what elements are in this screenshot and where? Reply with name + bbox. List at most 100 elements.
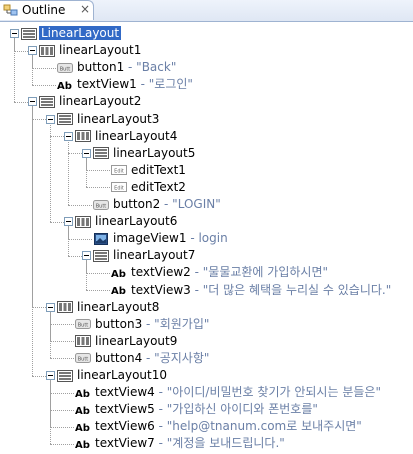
close-icon[interactable]: ×: [80, 2, 91, 16]
node-name: imageView1: [113, 231, 187, 246]
node-name: textView7: [95, 436, 155, 451]
textview-icon: Ab: [111, 267, 127, 282]
tree-node-linearlayout[interactable]: LinearLayout: [0, 25, 413, 42]
node-name: linearLayout8: [77, 299, 160, 314]
collapse-toggle-icon[interactable]: [10, 29, 19, 39]
tree-guide-line: [86, 272, 110, 274]
node-name: button4: [95, 350, 143, 365]
tree-node-textview6[interactable]: Ab textView6 - "help@tnanum.com로 보내주시면": [0, 418, 413, 435]
node-name: linearLayout3: [77, 111, 160, 126]
collapse-toggle-icon[interactable]: [64, 217, 73, 227]
svg-text:Butt: Butt: [78, 357, 89, 363]
tree-node-linearlayout9[interactable]: linearLayout9: [0, 333, 413, 350]
tree-node-linearlayout4[interactable]: linearLayout4: [0, 128, 413, 145]
tree-guide-line: [14, 101, 28, 103]
tree-guide-line: [14, 37, 15, 102]
tree-node-label: textView1 - "로그인": [77, 77, 193, 92]
tree-guide-line: [32, 84, 56, 86]
tree-node-textview1[interactable]: Ab textView1 - "로그인": [0, 76, 413, 93]
node-value: - "LOGIN": [160, 197, 221, 211]
node-name: linearLayout10: [77, 368, 168, 382]
collapse-toggle-icon[interactable]: [28, 46, 37, 56]
node-name: textView6: [95, 419, 155, 434]
svg-text:Ab: Ab: [111, 286, 126, 296]
tree-node-linearlayout2[interactable]: linearLayout2: [0, 93, 413, 110]
collapse-toggle-icon[interactable]: [64, 131, 73, 141]
collapse-toggle-icon[interactable]: [46, 302, 55, 312]
node-name: textView1: [77, 77, 137, 92]
layout-vertical-icon: [39, 95, 55, 111]
tree-node-linearlayout1[interactable]: linearLayout1: [0, 42, 413, 59]
tree-node-label: linearLayout3: [77, 112, 159, 127]
tree-node-linearlayout10[interactable]: linearLayout10: [0, 367, 413, 384]
node-name: linearLayout5: [113, 145, 196, 160]
tree-node-label: textView6 - "help@tnanum.com로 보내주시면": [95, 419, 362, 434]
node-name: linearLayout9: [95, 333, 178, 348]
tree-guide-line: [32, 67, 56, 69]
svg-text:Ab: Ab: [75, 440, 90, 450]
node-value: - "물물교환에 가입하시면": [190, 265, 329, 280]
tree-node-label: linearLayout10: [77, 368, 167, 383]
layout-vertical-icon: [93, 147, 109, 162]
button-icon: Butt: [75, 352, 91, 367]
tree-guide-line: [50, 358, 74, 360]
node-value: - "help@tnanum.com로 보내주시면": [154, 419, 362, 434]
node-name: textView3: [131, 282, 191, 297]
node-name: LinearLayout: [39, 26, 122, 40]
button-icon: Butt: [57, 62, 73, 77]
layout-horizontal-icon: [75, 215, 91, 231]
tree-node-linearlayout8[interactable]: linearLayout8: [0, 299, 413, 316]
node-name: linearLayout4: [95, 128, 178, 143]
tree-guide-line: [50, 311, 51, 359]
tree-guide-line: [68, 204, 92, 206]
node-value: - "가입하신 아이디와 폰번호를": [154, 402, 318, 417]
textview-icon: Ab: [75, 421, 91, 436]
tree-node-linearlayout5[interactable]: linearLayout5: [0, 145, 413, 162]
tab-outline[interactable]: Outline ×: [0, 0, 94, 20]
tree-guide-line: [50, 221, 64, 223]
tree-node-textview4[interactable]: Ab textView4 - "아이디/비밀번호 찾기가 안되시는 분들은": [0, 384, 413, 401]
tree-node-label: linearLayout1: [59, 43, 141, 58]
tree-node-imageview1[interactable]: imageView1 - login: [0, 230, 413, 247]
tree-guide-line: [68, 238, 92, 240]
tree-guide-line: [86, 157, 87, 188]
collapse-toggle-icon[interactable]: [82, 148, 91, 158]
tree-guide-line: [32, 119, 46, 121]
tree-node-label: linearLayout9: [95, 334, 177, 349]
tree-node-linearlayout6[interactable]: linearLayout6: [0, 213, 413, 230]
tree-guide-line: [32, 105, 33, 376]
collapse-toggle-icon[interactable]: [82, 251, 91, 261]
tree-guide-line: [50, 123, 51, 222]
tree-node-linearlayout7[interactable]: linearLayout7: [0, 247, 413, 264]
svg-text:Butt: Butt: [60, 66, 71, 72]
svg-text:Edit: Edit: [114, 186, 124, 192]
svg-text:Ab: Ab: [75, 389, 90, 399]
layout-vertical-icon: [93, 249, 109, 265]
svg-text:Butt: Butt: [78, 323, 89, 329]
textview-icon: Ab: [111, 284, 127, 299]
layout-horizontal-icon: [39, 44, 55, 60]
tree-node-label: textView4 - "아이디/비밀번호 찾기가 안되시는 분들은": [95, 385, 381, 400]
tree-guide-line: [50, 392, 74, 394]
layout-horizontal-icon: [75, 335, 91, 350]
tree-guide-line: [50, 409, 74, 411]
tree-guide-line: [14, 50, 28, 52]
collapse-toggle-icon[interactable]: [46, 371, 55, 381]
node-name: linearLayout2: [59, 94, 142, 109]
collapse-toggle-icon[interactable]: [28, 97, 37, 107]
tree-node-linearlayout3[interactable]: linearLayout3: [0, 111, 413, 128]
collapse-toggle-icon[interactable]: [46, 114, 55, 124]
textview-icon: Ab: [57, 79, 73, 94]
